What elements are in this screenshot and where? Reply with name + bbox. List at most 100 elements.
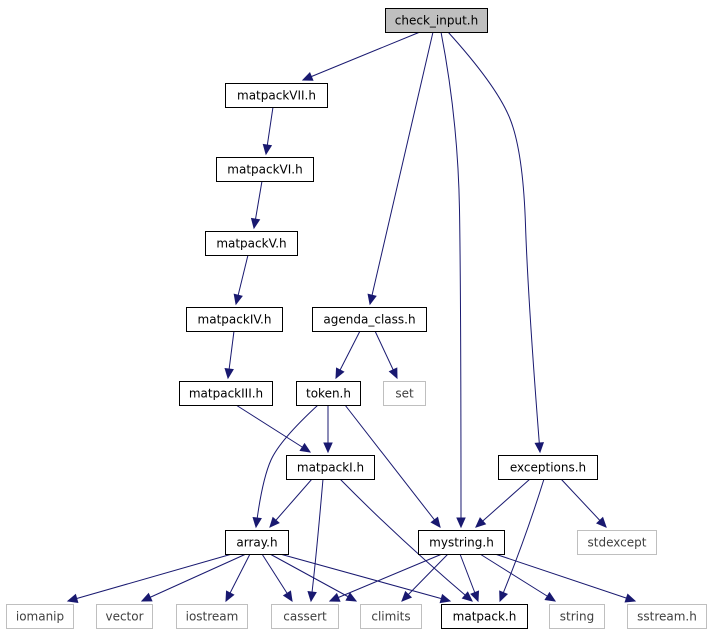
- arrowhead-icon: [439, 593, 452, 604]
- node-label: sstream.h: [637, 610, 697, 624]
- node-matpackIV[interactable]: matpackIV.h: [186, 307, 283, 332]
- node-box: [186, 307, 283, 332]
- edge-array-to-iostream: [225, 553, 251, 603]
- node-box: [296, 381, 361, 406]
- edge-matpackI-to-matpack: [339, 478, 473, 602]
- node-box: [6, 604, 74, 629]
- nodes-layer: check_input.h matpackVII.h matpackVI.h matp…: [6, 8, 707, 629]
- node-label: mystring.h: [429, 536, 494, 550]
- arrowhead-icon: [430, 516, 441, 528]
- edge-line: [369, 31, 434, 305]
- edge-array-to-iomanip: [66, 553, 233, 603]
- edge-matpackIII-to-matpackI: [235, 404, 312, 453]
- arrowhead-icon: [367, 293, 377, 306]
- edge-line: [279, 553, 451, 602]
- node-matpack[interactable]: matpack.h: [441, 604, 528, 629]
- arrowhead-icon: [140, 592, 153, 602]
- edge-matpackVII-to-matpackVI: [262, 106, 274, 156]
- arrowhead-icon: [475, 517, 487, 528]
- node-label: array.h: [236, 536, 277, 550]
- edge-token-to-matpackI: [323, 405, 333, 454]
- node-label: matpackI.h: [297, 461, 364, 475]
- edge-line: [255, 404, 319, 528]
- node-vector[interactable]: vector: [96, 604, 153, 629]
- edge-line: [302, 31, 421, 81]
- edge-line: [560, 478, 607, 528]
- node-label: cassert: [283, 610, 327, 624]
- node-cassert[interactable]: cassert: [271, 604, 339, 629]
- arrowhead-icon: [544, 591, 557, 602]
- edge-mystring-to-sstream: [494, 553, 637, 603]
- arrowhead-icon: [456, 517, 466, 529]
- node-label: matpackVI.h: [227, 163, 302, 177]
- node-label: token.h: [306, 387, 351, 401]
- node-label: matpackV.h: [216, 237, 286, 251]
- node-matpackI[interactable]: matpackI.h: [286, 455, 375, 480]
- node-iostream[interactable]: iostream: [176, 604, 248, 629]
- node-matpackVI[interactable]: matpackVI.h: [216, 157, 314, 182]
- arrowhead-icon: [282, 590, 293, 603]
- arrowhead-icon: [328, 592, 341, 602]
- arrowhead-icon: [461, 591, 473, 602]
- edge-array-to-matpack: [279, 553, 452, 604]
- edge-line: [494, 553, 636, 602]
- edge-matpackV-to-matpackIV: [233, 254, 249, 306]
- edge-exceptions-to-matpack: [499, 478, 545, 603]
- node-agenda_class[interactable]: agenda_class.h: [312, 307, 427, 332]
- node-matpackVII[interactable]: matpackVII.h: [225, 83, 328, 108]
- arrowhead-icon: [224, 367, 234, 380]
- edge-agenda_class-to-token: [335, 330, 361, 380]
- node-mystring[interactable]: mystring.h: [418, 530, 505, 555]
- node-sstream[interactable]: sstream.h: [627, 604, 707, 629]
- node-box: [176, 604, 248, 629]
- node-climits[interactable]: climits: [360, 604, 422, 629]
- arrowhead-icon: [225, 590, 235, 603]
- edge-array-to-cassert: [261, 553, 293, 603]
- edge-matpackIV-to-matpackIII: [224, 330, 235, 380]
- node-exceptions[interactable]: exceptions.h: [498, 455, 598, 480]
- node-iomanip[interactable]: iomanip: [6, 604, 74, 629]
- arrowhead-icon: [262, 143, 273, 156]
- node-label: string: [560, 610, 594, 624]
- node-box: [360, 604, 422, 629]
- edge-agenda_class-to-set: [374, 330, 398, 380]
- arrowhead-icon: [323, 442, 333, 454]
- node-box: [627, 604, 707, 629]
- edge-line: [141, 553, 247, 602]
- arrowhead-icon: [596, 516, 607, 528]
- node-label: stdexcept: [588, 536, 647, 550]
- node-string[interactable]: string: [549, 604, 605, 629]
- node-box: [441, 604, 528, 629]
- node-check_input[interactable]: check_input.h: [385, 8, 488, 33]
- arrowhead-icon: [252, 516, 262, 529]
- node-box: [225, 530, 289, 555]
- node-token[interactable]: token.h: [296, 381, 361, 406]
- node-matpackIII[interactable]: matpackIII.h: [179, 381, 273, 406]
- edge-array-to-vector: [140, 553, 247, 602]
- arrowhead-icon: [624, 593, 637, 603]
- edge-line: [499, 478, 545, 602]
- node-label: iostream: [186, 610, 239, 624]
- arrowhead-icon: [499, 590, 509, 603]
- arrowhead-icon: [470, 590, 480, 603]
- node-label: agenda_class.h: [323, 313, 415, 327]
- edge-line: [344, 404, 441, 528]
- edge-matpackVI-to-matpackV: [250, 180, 263, 230]
- node-box: [312, 307, 427, 332]
- node-box: [577, 530, 657, 555]
- edge-matpackI-to-array: [269, 478, 313, 528]
- node-set[interactable]: set: [383, 381, 426, 406]
- node-matpackV[interactable]: matpackV.h: [205, 231, 298, 256]
- node-array[interactable]: array.h: [225, 530, 289, 555]
- edge-check_input-to-mystring: [440, 31, 466, 529]
- node-box: [179, 381, 273, 406]
- node-box: [216, 157, 314, 182]
- node-stdexcept[interactable]: stdexcept: [577, 530, 657, 555]
- edge-token-to-array: [252, 404, 319, 529]
- edge-line: [440, 31, 462, 528]
- edge-line: [447, 31, 541, 453]
- edge-exceptions-to-stdexcept: [560, 478, 607, 528]
- edges-layer: [66, 31, 637, 604]
- edge-mystring-to-matpack: [459, 553, 480, 603]
